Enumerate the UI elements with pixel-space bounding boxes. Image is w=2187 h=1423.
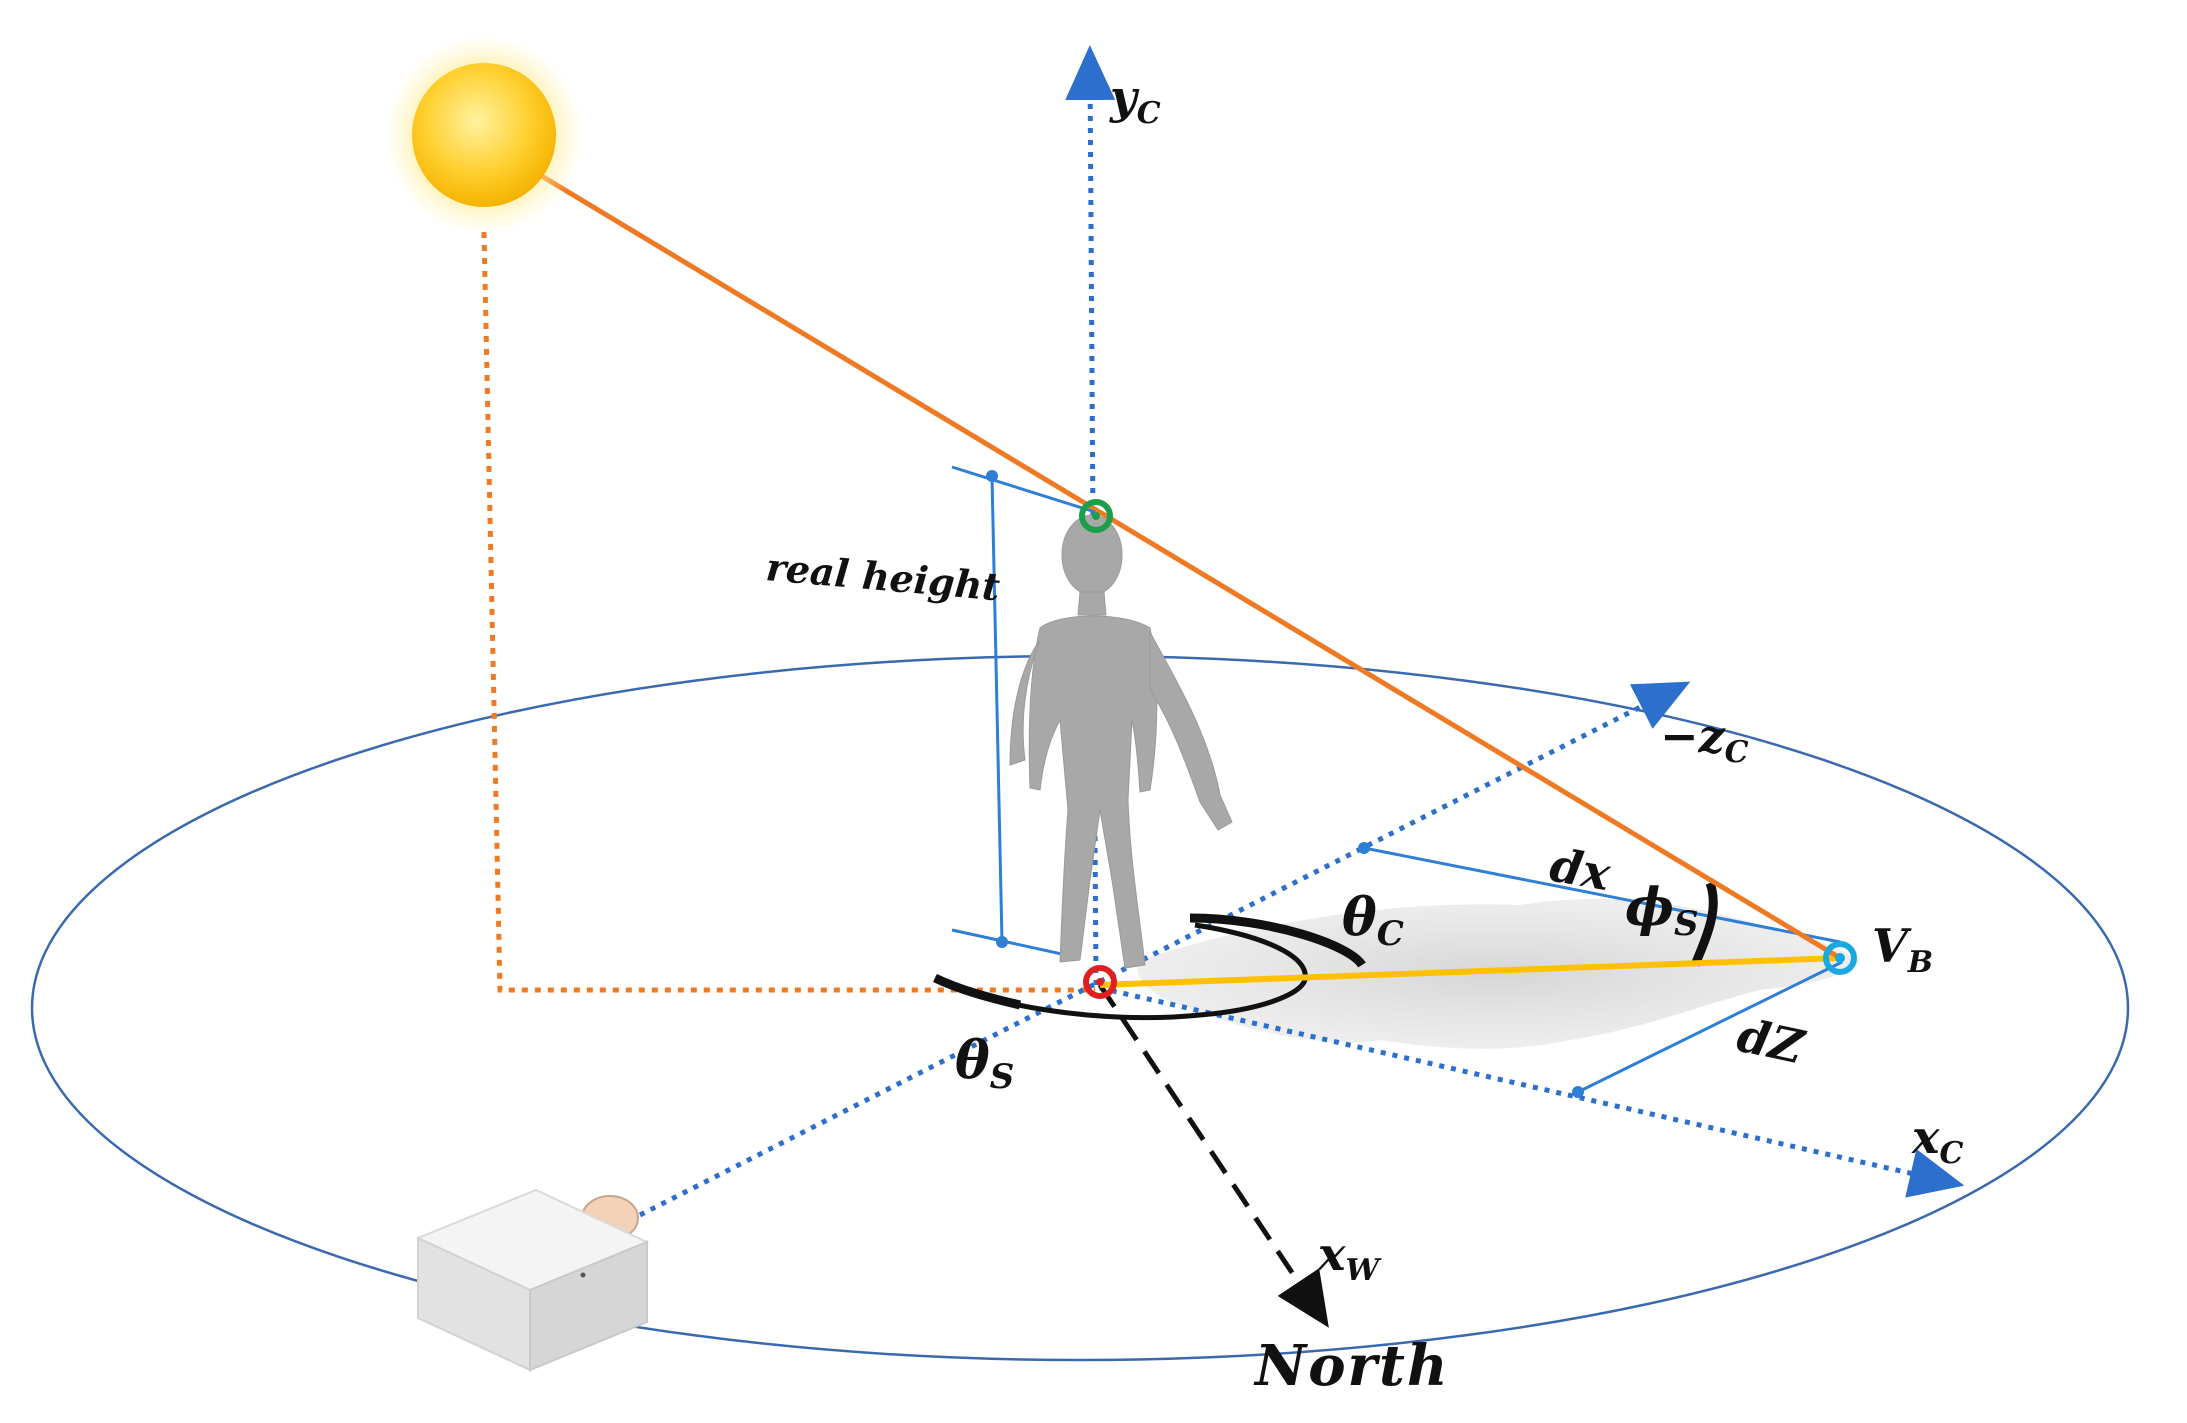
vb-point-marker bbox=[1823, 941, 1857, 975]
dx-endpoint bbox=[1358, 842, 1370, 854]
theta-s-arc-bold bbox=[933, 973, 1022, 1010]
person-figure bbox=[1009, 514, 1233, 969]
label-xc: xC bbox=[1911, 1110, 1963, 1171]
label-dz: dZ bbox=[1733, 1008, 1810, 1075]
label-north: North bbox=[1253, 1333, 1450, 1399]
real-height-top-dot bbox=[986, 470, 998, 482]
foot-point-marker bbox=[1083, 965, 1117, 999]
dz-endpoint bbox=[1572, 1086, 1584, 1098]
foot-point-dot bbox=[1096, 978, 1104, 986]
label-yc: yC bbox=[1109, 70, 1161, 131]
label-phi-s: ϕS bbox=[1625, 877, 1699, 944]
head-point-marker bbox=[1079, 499, 1113, 533]
neg-zc-axis bbox=[638, 681, 1691, 1218]
camera-icon bbox=[415, 1188, 650, 1372]
sun-icon bbox=[384, 35, 584, 235]
label-vb: VB bbox=[1872, 919, 1933, 980]
theta-s-arc bbox=[933, 922, 1308, 1021]
shadow-length-line bbox=[1099, 955, 1841, 988]
real-height-bar bbox=[990, 475, 1004, 943]
sun-ray-line bbox=[538, 172, 1842, 961]
phi-s-arc bbox=[1690, 881, 1718, 967]
label-real-height: real height bbox=[764, 544, 1002, 609]
real-height-bottom-tick bbox=[951, 928, 1081, 960]
theta-c-arc bbox=[1189, 913, 1366, 968]
label-xw: xW bbox=[1317, 1227, 1382, 1288]
label-theta-c: θC bbox=[1342, 887, 1404, 954]
sun-projection-line bbox=[481, 231, 1095, 993]
label-neg-zc: −zC bbox=[1660, 709, 1749, 770]
real-height-bottom-dot bbox=[996, 936, 1008, 948]
label-theta-s: θS bbox=[955, 1030, 1014, 1097]
dx-measure-line bbox=[1363, 846, 1841, 944]
dz-measure-line bbox=[1577, 960, 1843, 1094]
vb-point-dot bbox=[1835, 953, 1845, 963]
north-arrow bbox=[1097, 983, 1329, 1328]
label-dx: dx bbox=[1546, 838, 1615, 902]
head-point-dot bbox=[1092, 512, 1100, 520]
real-height-top-tick bbox=[951, 465, 1096, 514]
